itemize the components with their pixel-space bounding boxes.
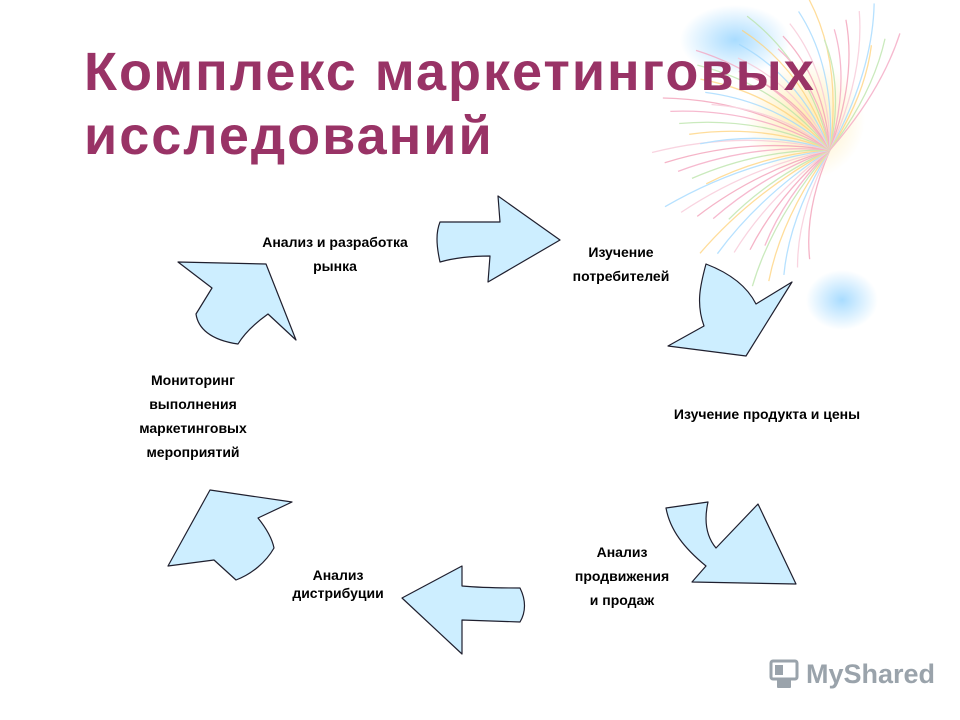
firework-ray (768, 149, 831, 282)
firework-ray (728, 149, 831, 220)
firework-ray (680, 149, 831, 213)
slide-title-line-2: исследований (84, 106, 494, 166)
watermark-text: MyShared (806, 658, 936, 689)
firework-ray (691, 149, 831, 179)
firework-ray (670, 110, 831, 151)
step-product-price-label: Изучение продукта и цены (673, 406, 861, 422)
firework-ray (764, 149, 831, 246)
firework-ray (705, 149, 831, 185)
firework-ray (829, 11, 861, 151)
firework-ray (796, 149, 831, 268)
firework-ray (783, 149, 831, 275)
cycle-arrow-upper-left (177, 261, 297, 345)
firework-ray (677, 148, 831, 172)
firework-ray (777, 48, 831, 151)
step-monitoring-label: Мониторинг выполнения маркетинговых меро… (139, 372, 247, 460)
step-consumers-label: Изучение потребителей (572, 244, 670, 284)
firework-ray (738, 43, 831, 151)
firework-ray (829, 45, 873, 151)
firework-ray (738, 70, 831, 151)
step-promotion-sales-label: Анализ продвижения и продаж (574, 544, 670, 608)
firework-ray (823, 39, 837, 151)
watermark: MyShared (768, 654, 935, 694)
firework-ray (664, 149, 831, 208)
firework-ray (808, 0, 834, 151)
firework-ray (749, 149, 831, 251)
firework-ray (700, 78, 831, 151)
firework-ray (741, 29, 831, 151)
cycle-arrow-upper-right (667, 263, 793, 357)
firework-ray (716, 149, 831, 255)
firework-ray (829, 19, 850, 151)
firework-ray (782, 35, 831, 151)
firework-ray (699, 149, 831, 254)
mouse-icon (769, 659, 799, 688)
firework-ray (746, 15, 831, 151)
firework-ray (711, 103, 831, 151)
firework-ray (829, 38, 886, 151)
firework-ray (798, 11, 832, 151)
firework-ray (689, 130, 831, 151)
firework-ray (662, 97, 831, 151)
firework-ray (712, 149, 831, 220)
firework-ray (705, 91, 831, 151)
firework-ray (808, 149, 831, 260)
cycle-arrow-top (436, 195, 561, 283)
firework-ray (829, 33, 901, 151)
firework-ray (829, 3, 875, 151)
firework-ray (697, 64, 831, 151)
firework-ray (829, 29, 842, 151)
slide-title-line-1: Комплекс маркетинговых (84, 42, 816, 102)
firework-ray (651, 139, 831, 154)
cycle-arrow-lower-right (665, 501, 797, 585)
step-distribution-label: Анализ дистрибуции (292, 567, 384, 601)
firework-ray (733, 149, 831, 253)
cycle-arrow-lower-left (167, 489, 293, 581)
step-market-label: Анализ и разработка рынка (262, 234, 408, 274)
firework-ray (737, 57, 831, 151)
firework-ray (664, 144, 831, 164)
cycle-arrow-bottom (401, 565, 526, 655)
slide-title: Комплекс маркетинговых исследований (84, 40, 904, 168)
firework-ray (751, 149, 831, 287)
firework-ray (700, 137, 831, 151)
firework-ray (696, 149, 831, 217)
firework-ray (789, 23, 831, 151)
firework-ray (679, 121, 831, 151)
